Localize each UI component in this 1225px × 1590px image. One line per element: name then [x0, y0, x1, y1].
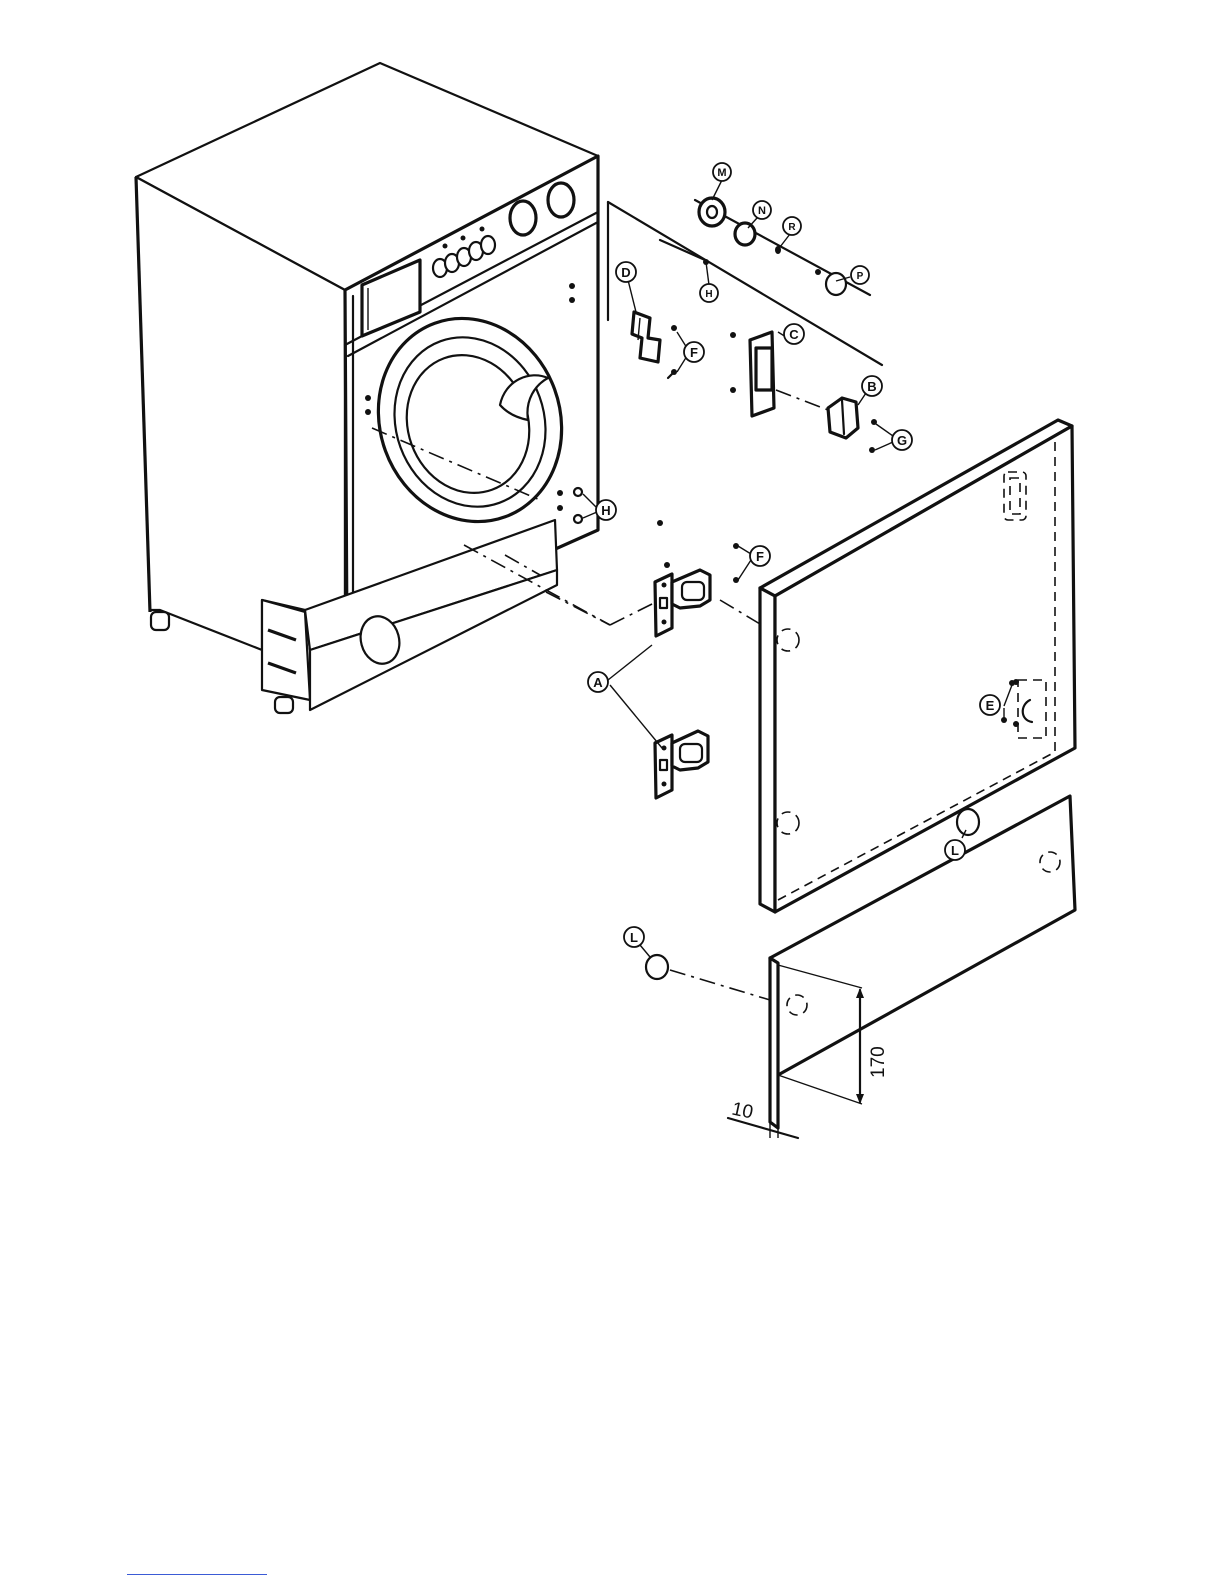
screw-h-upper: [574, 488, 582, 496]
callout-b: B: [862, 376, 882, 396]
svg-text:M: M: [717, 167, 726, 179]
callout-a: A: [588, 672, 608, 692]
bracket-d: [632, 312, 677, 378]
svg-text:H: H: [601, 503, 610, 518]
latch-b: [828, 398, 877, 453]
svg-text:F: F: [756, 549, 764, 564]
callout-l-panel: L: [945, 840, 965, 860]
svg-text:H: H: [705, 289, 712, 300]
dimension-thickness: 10: [730, 1099, 755, 1124]
footer-link-underline[interactable]: [127, 1574, 267, 1575]
callout-c: C: [784, 324, 804, 344]
svg-text:D: D: [621, 265, 630, 280]
callout-m: M: [713, 163, 731, 181]
cover-cap-on-panel: [957, 809, 979, 835]
cover-cap-loose: [646, 955, 668, 979]
callout-h-top: H: [700, 284, 718, 302]
svg-text:R: R: [788, 222, 796, 233]
base-side-panel: [262, 600, 310, 700]
svg-text:C: C: [789, 327, 799, 342]
hinge-lower: [655, 731, 708, 798]
svg-text:A: A: [593, 675, 603, 690]
plinth-side: [770, 958, 778, 1128]
svg-text:G: G: [897, 433, 907, 448]
callout-g: G: [892, 430, 912, 450]
magnet-catch-c: [730, 332, 774, 416]
washing-machine: [136, 63, 598, 713]
svg-text:B: B: [867, 379, 876, 394]
callout-n: N: [753, 201, 771, 219]
svg-text:N: N: [758, 205, 766, 217]
dimension-height: 170: [868, 1046, 889, 1078]
callout-e: E: [980, 695, 1000, 715]
callout-f-lower: F: [750, 546, 770, 566]
screw-h-lower: [574, 515, 582, 523]
knob-m: [699, 198, 725, 226]
callout-l-cap: L: [624, 927, 644, 947]
svg-text:L: L: [630, 930, 638, 945]
hinge-upper: [655, 520, 739, 636]
knob-n: [735, 223, 755, 245]
temperature-dial: [548, 183, 574, 217]
program-dial: [510, 201, 536, 235]
svg-text:F: F: [690, 345, 698, 360]
svg-text:P: P: [857, 271, 864, 282]
callout-r: R: [783, 217, 801, 235]
callout-d: D: [616, 262, 636, 282]
svg-text:E: E: [986, 698, 995, 713]
screw-r: [775, 246, 781, 254]
door-panel-side-edge: [760, 588, 775, 912]
callout-f-top: F: [684, 342, 704, 362]
knob-p: [826, 273, 846, 295]
knob-assembly: [695, 198, 870, 295]
callout-p: P: [851, 266, 869, 284]
callout-h-lower: H: [596, 500, 616, 520]
svg-text:L: L: [951, 843, 959, 858]
